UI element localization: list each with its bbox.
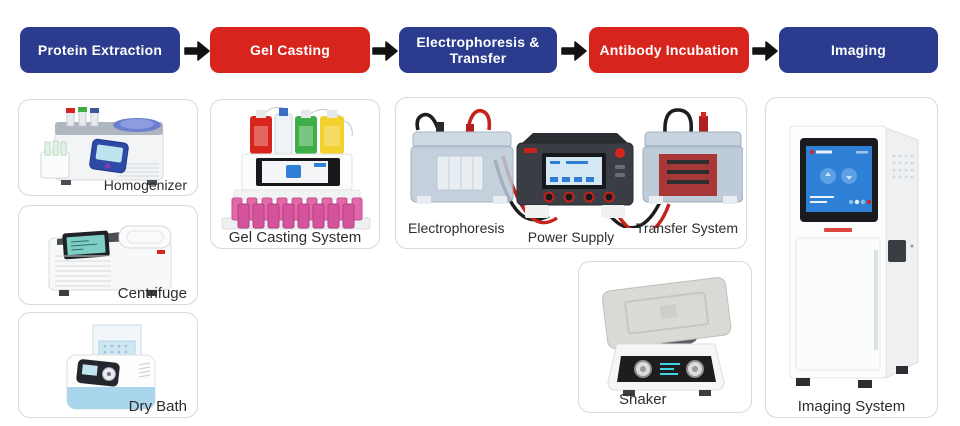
arrow-right-icon — [184, 41, 210, 61]
card-centrifuge: Centrifuge — [18, 205, 198, 305]
step-label: Electrophoresis & Transfer — [416, 33, 540, 66]
card-imaging-system: Imaging System — [765, 97, 938, 418]
step-label: Antibody Incubation — [599, 41, 739, 58]
card-dry-bath: Dry Bath — [18, 312, 198, 418]
power-supply-label: Power Supply — [527, 229, 615, 245]
centrifuge-illustration — [48, 225, 172, 296]
electrophoresis-transfer-illustration — [410, 108, 743, 228]
step-imaging[interactable]: Imaging — [779, 27, 938, 73]
step-gel-casting[interactable]: Gel Casting — [210, 27, 370, 73]
dry-bath-label: Dry Bath — [128, 398, 187, 415]
card-shaker: Shaker — [578, 261, 752, 413]
step-label: Gel Casting — [250, 41, 330, 58]
transfer-system-label: Transfer System — [635, 220, 738, 236]
imaging-system-illustration — [789, 125, 919, 388]
dry-bath-illustration — [66, 324, 156, 410]
shaker-illustration — [601, 277, 732, 396]
imaging-system-label: Imaging System — [797, 398, 906, 415]
step-label: Imaging — [830, 41, 887, 58]
card-gel-casting-system: Gel Casting System — [210, 99, 380, 249]
arrow-right-icon — [752, 41, 778, 61]
electrophoresis-label: Electrophoresis — [408, 220, 505, 236]
step-label: Protein Extraction — [37, 41, 163, 58]
step-antibody-incubation[interactable]: Antibody Incubation — [589, 27, 749, 73]
homogenizer-illustration — [40, 107, 164, 185]
gel-casting-system-label: Gel Casting System — [228, 229, 362, 246]
card-homogenizer: Homogenizer — [18, 99, 198, 196]
step-electrophoresis-transfer[interactable]: Electrophoresis & Transfer — [399, 27, 557, 73]
shaker-label: Shaker — [619, 391, 667, 408]
step-protein-extraction[interactable]: Protein Extraction — [20, 27, 180, 73]
arrow-right-icon — [561, 41, 587, 61]
arrow-right-icon — [372, 41, 398, 61]
card-electrophoresis-transfer: Electrophoresis Power Supply Transfer Sy… — [395, 97, 747, 249]
gel-casting-system-illustration — [221, 106, 371, 230]
homogenizer-label: Homogenizer — [103, 177, 187, 193]
centrifuge-label: Centrifuge — [117, 285, 187, 302]
